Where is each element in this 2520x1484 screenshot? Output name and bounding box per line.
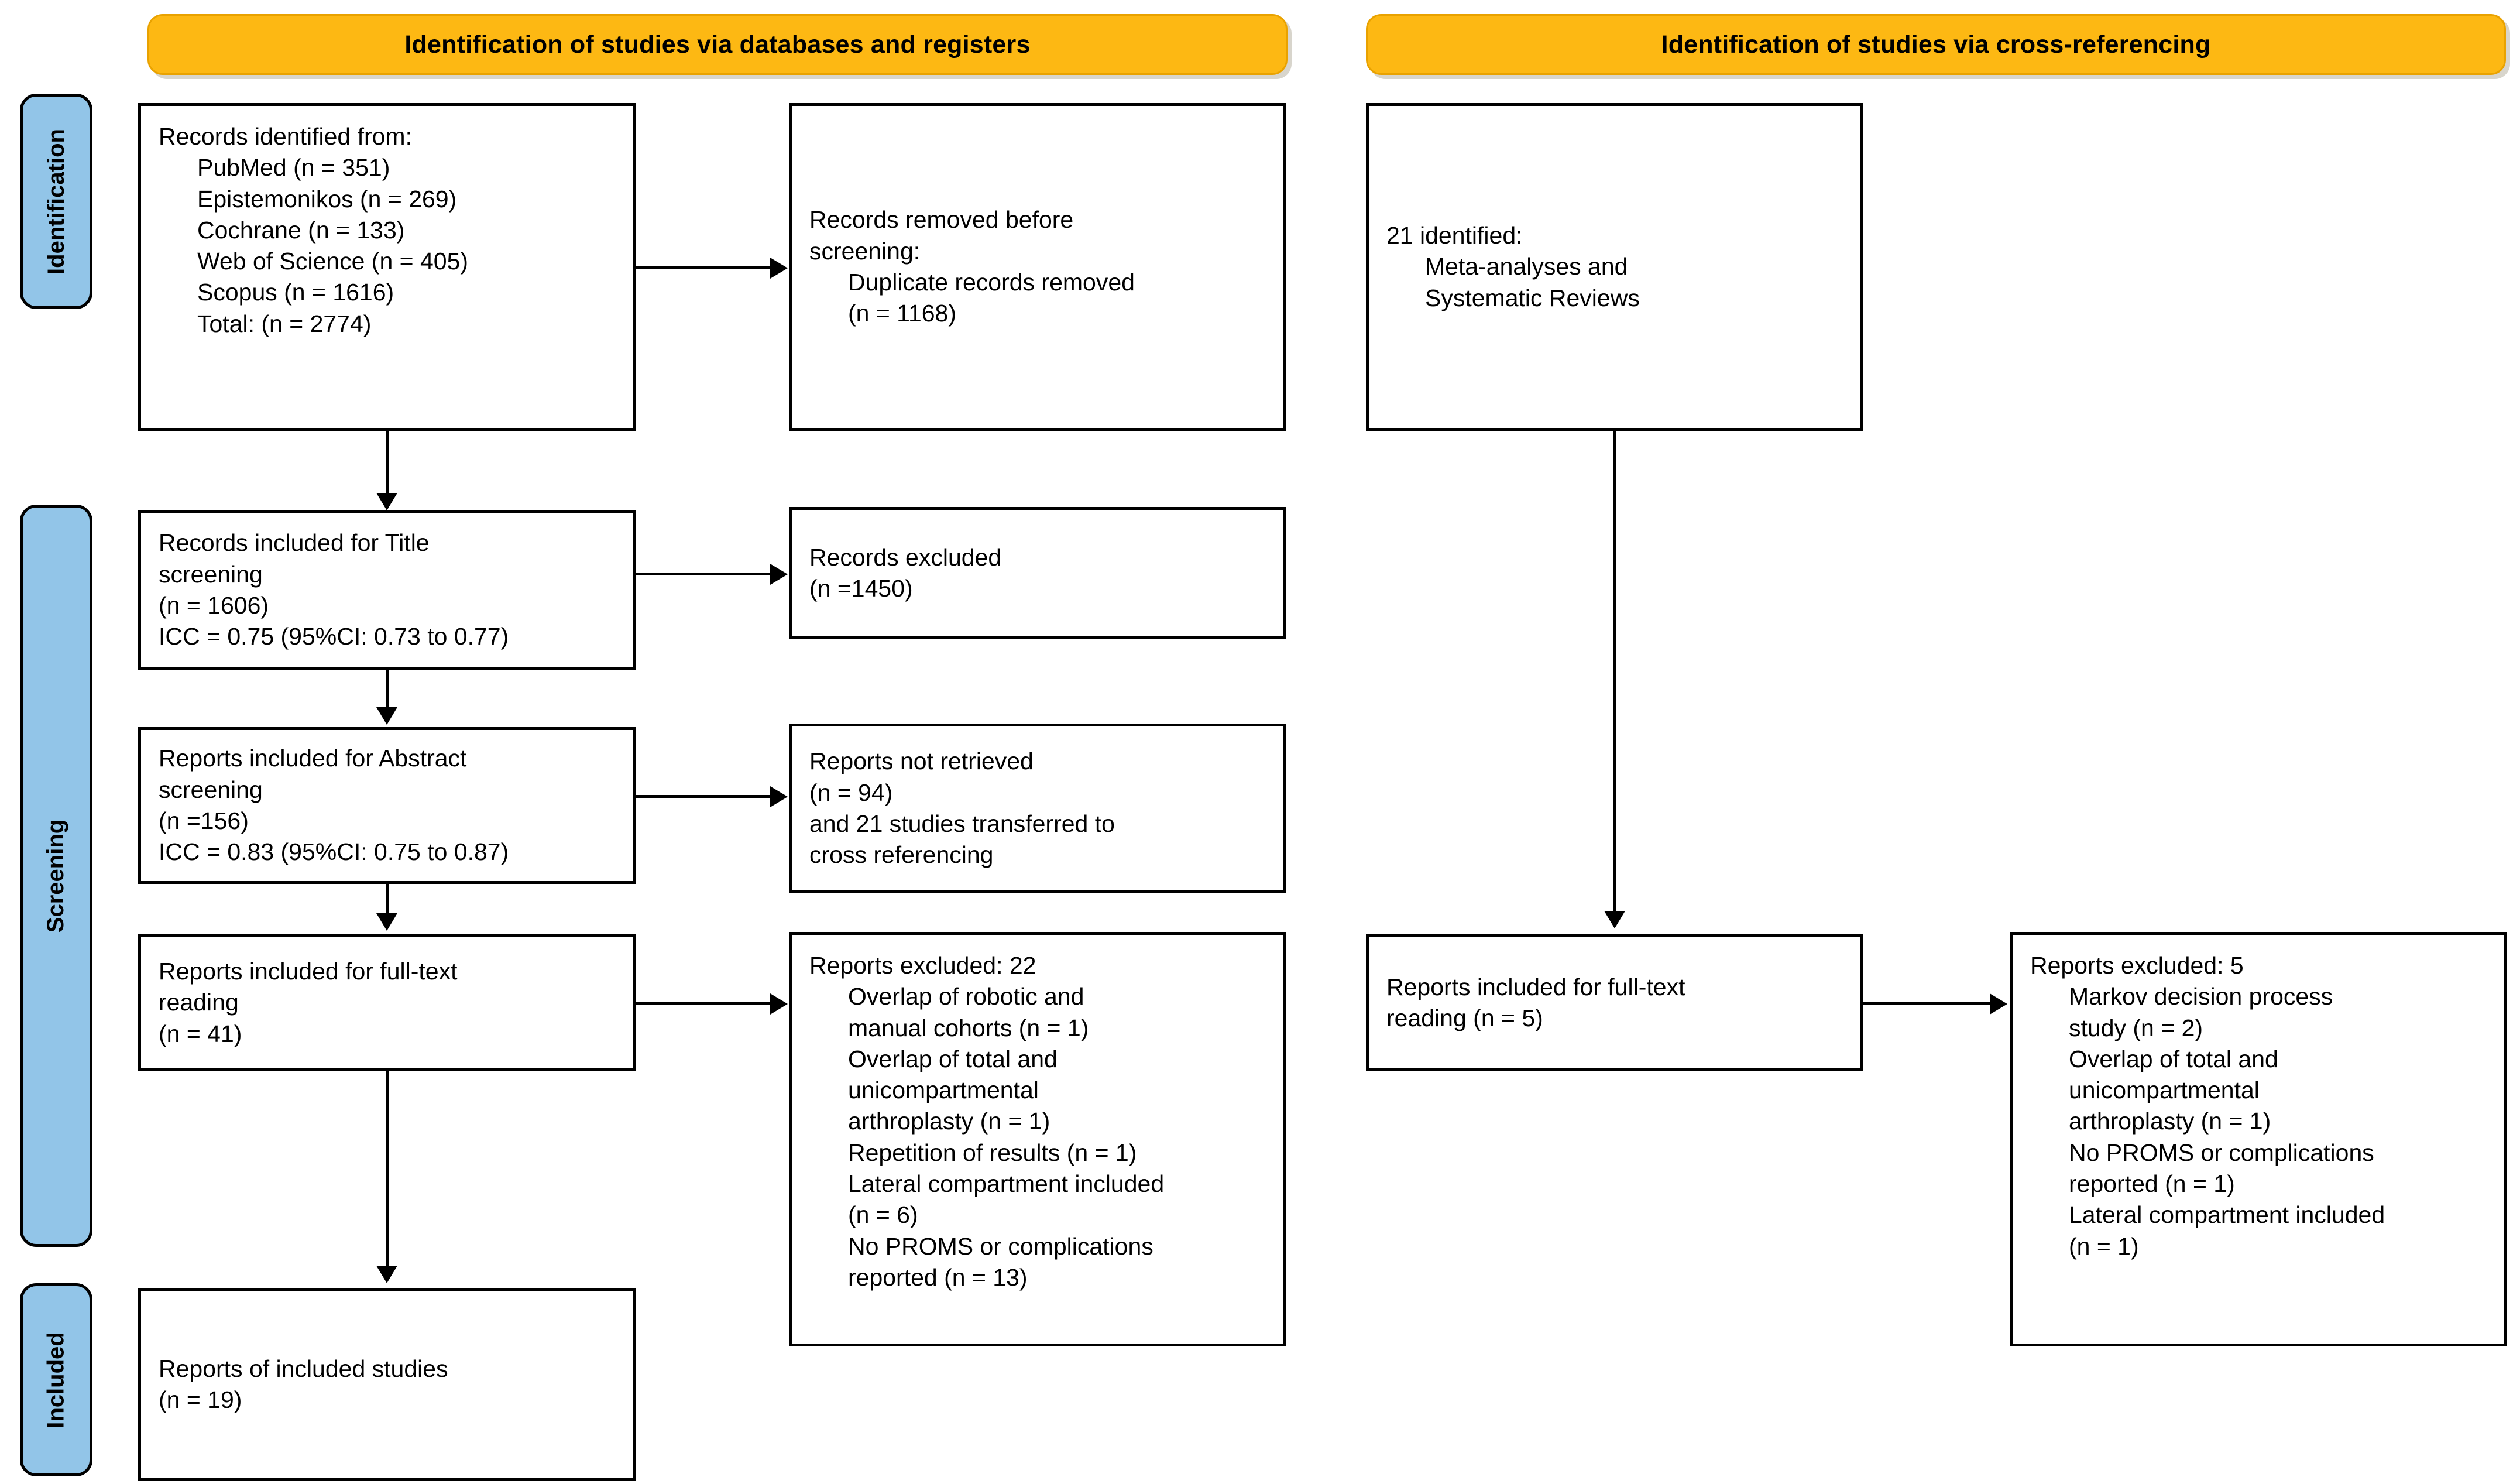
- reports-excluded-right-item-8: (n = 1): [2069, 1232, 2139, 1260]
- cross-ref-identified-line-0: 21 identified:: [1386, 222, 1523, 249]
- title-screening-line-3: ICC = 0.75 (95%CI: 0.73 to 0.77): [159, 623, 509, 650]
- reports-excluded-left-item-1: manual cohorts (n = 1): [848, 1014, 1089, 1041]
- reports-excluded-left-item-2: Overlap of total and: [848, 1045, 1058, 1072]
- reports-excluded-left-item-4: arthroplasty (n = 1): [848, 1108, 1050, 1135]
- stage-tab-identification: Identification: [20, 94, 92, 309]
- box-abstract-screening: Reports included for Abstract screening …: [138, 727, 636, 884]
- connector-fulltext-to-included: [386, 1071, 389, 1267]
- abstract-screening-line-3: ICC = 0.83 (95%CI: 0.75 to 0.87): [159, 838, 509, 866]
- reports-excluded-left-header: Reports excluded: 22: [809, 952, 1036, 979]
- records-removed-line-0: Records removed before: [809, 206, 1074, 234]
- records-identified-line-3: Cochrane (n = 133): [197, 216, 405, 244]
- connector-abstract-to-fulltext: [386, 884, 389, 914]
- reports-excluded-left-item-8: No PROMS or complications: [848, 1232, 1153, 1260]
- records-excluded-line-0: Records excluded: [809, 543, 1002, 571]
- reports-excluded-right-header: Reports excluded: 5: [2030, 952, 2244, 979]
- reports-excluded-right-item-7: Lateral compartment included: [2069, 1201, 2385, 1229]
- stage-tab-included: Included: [20, 1283, 92, 1476]
- connector-title-to-abstract: [386, 670, 389, 708]
- records-identified-line-0: Records identified from:: [159, 123, 412, 150]
- reports-not-retrieved-line-3: cross referencing: [809, 841, 994, 869]
- arrow-identified-to-title: [376, 493, 397, 510]
- arrow-fulltext-right-to-excluded-right: [1990, 993, 2007, 1015]
- records-removed-line-2: Duplicate records removed: [848, 269, 1135, 296]
- stage-tab-screening-label: Screening: [43, 819, 69, 933]
- box-reports-not-retrieved: Reports not retrieved (n = 94) and 21 st…: [789, 724, 1286, 893]
- box-included-studies: Reports of included studies (n = 19): [138, 1288, 636, 1481]
- box-records-removed-before-screening: Records removed before screening: Duplic…: [789, 103, 1286, 431]
- arrow-fulltext-to-included: [376, 1266, 397, 1283]
- stage-tab-included-label: Included: [43, 1331, 69, 1428]
- arrow-fulltext-to-excluded-left: [770, 993, 788, 1015]
- reports-excluded-right-item-0: Markov decision process: [2069, 983, 2333, 1010]
- box-title-screening: Records included for Title screening (n …: [138, 510, 636, 670]
- box-fulltext-reading-right: Reports included for full-text reading (…: [1366, 934, 1863, 1071]
- records-identified-line-1: PubMed (n = 351): [197, 154, 390, 181]
- abstract-screening-line-2: (n =156): [159, 807, 249, 834]
- stage-tab-screening: Screening: [20, 505, 92, 1247]
- records-identified-line-2: Epistemonikos (n = 269): [197, 185, 457, 213]
- title-screening-line-1: screening: [159, 560, 263, 588]
- reports-excluded-right-item-3: unicompartmental: [2069, 1077, 2260, 1104]
- reports-excluded-left-item-9: reported (n = 13): [848, 1263, 1028, 1291]
- connector-identified-to-title: [386, 431, 389, 494]
- arrow-title-to-abstract: [376, 707, 397, 725]
- abstract-screening-line-0: Reports included for Abstract: [159, 745, 467, 772]
- reports-excluded-left-item-3: unicompartmental: [848, 1077, 1039, 1104]
- box-cross-ref-identified: 21 identified: Meta-analyses and Systema…: [1366, 103, 1863, 431]
- reports-excluded-right-item-6: reported (n = 1): [2069, 1170, 2235, 1198]
- connector-abstract-to-notretrieved: [636, 795, 771, 798]
- arrow-crossref-to-fulltext-right: [1604, 911, 1625, 928]
- reports-excluded-right-item-2: Overlap of total and: [2069, 1045, 2278, 1072]
- reports-not-retrieved-line-0: Reports not retrieved: [809, 748, 1034, 775]
- reports-excluded-left-item-5: Repetition of results (n = 1): [848, 1139, 1137, 1166]
- stage-tab-identification-label: Identification: [43, 128, 69, 275]
- banner-databases-registers: Identification of studies via databases …: [147, 14, 1288, 75]
- fulltext-left-line-0: Reports included for full-text: [159, 958, 458, 985]
- arrow-title-to-excluded: [770, 564, 788, 585]
- reports-excluded-right-item-4: arthroplasty (n = 1): [2069, 1108, 2271, 1135]
- title-screening-line-0: Records included for Title: [159, 529, 430, 557]
- box-records-excluded: Records excluded (n =1450): [789, 507, 1286, 639]
- banner-databases-registers-label: Identification of studies via databases …: [404, 30, 1031, 59]
- connector-identified-to-removed: [636, 266, 771, 269]
- records-identified-line-4: Web of Science (n = 405): [197, 248, 469, 275]
- reports-excluded-left-item-7: (n = 6): [848, 1201, 918, 1229]
- title-screening-line-2: (n = 1606): [159, 592, 269, 619]
- records-removed-line-3: (n = 1168): [848, 300, 957, 327]
- reports-excluded-left-item-0: Overlap of robotic and: [848, 983, 1084, 1010]
- records-excluded-line-1: (n =1450): [809, 575, 913, 602]
- included-studies-line-0: Reports of included studies: [159, 1355, 448, 1382]
- connector-title-to-excluded: [636, 573, 771, 575]
- reports-not-retrieved-line-2: and 21 studies transferred to: [809, 810, 1115, 837]
- box-reports-excluded-right: Reports excluded: 5 Markov decision proc…: [2010, 932, 2507, 1346]
- fulltext-left-line-1: reading: [159, 989, 239, 1016]
- connector-fulltext-to-excluded-left: [636, 1002, 771, 1005]
- banner-cross-referencing: Identification of studies via cross-refe…: [1366, 14, 2506, 75]
- included-studies-line-1: (n = 19): [159, 1386, 242, 1413]
- records-removed-line-1: screening:: [809, 237, 921, 265]
- arrow-abstract-to-fulltext: [376, 913, 397, 931]
- abstract-screening-line-1: screening: [159, 776, 263, 803]
- reports-excluded-left-item-6: Lateral compartment included: [848, 1170, 1165, 1198]
- fulltext-right-line-1: reading (n = 5): [1386, 1005, 1543, 1031]
- reports-excluded-right-item-5: No PROMS or complications: [2069, 1139, 2374, 1166]
- cross-ref-identified-line-2: Systematic Reviews: [1425, 284, 1640, 311]
- records-identified-line-6: Total: (n = 2774): [197, 310, 372, 337]
- arrow-identified-to-removed: [770, 258, 788, 279]
- banner-cross-referencing-label: Identification of studies via cross-refe…: [1661, 30, 2211, 59]
- cross-ref-identified-line-1: Meta-analyses and: [1425, 253, 1628, 280]
- arrow-abstract-to-notretrieved: [770, 786, 788, 807]
- reports-not-retrieved-line-1: (n = 94): [809, 779, 893, 806]
- fulltext-left-line-2: (n = 41): [159, 1020, 242, 1047]
- box-reports-excluded-left: Reports excluded: 22 Overlap of robotic …: [789, 932, 1286, 1346]
- fulltext-right-line-0: Reports included for full-text: [1386, 973, 1685, 1000]
- reports-excluded-right-item-1: study (n = 2): [2069, 1014, 2203, 1041]
- box-fulltext-reading-left: Reports included for full-text reading (…: [138, 934, 636, 1071]
- connector-fulltext-right-to-excluded-right: [1863, 1002, 1991, 1005]
- connector-crossref-to-fulltext-right: [1613, 431, 1616, 912]
- records-identified-line-5: Scopus (n = 1616): [197, 279, 394, 306]
- box-records-identified: Records identified from: PubMed (n = 351…: [138, 103, 636, 431]
